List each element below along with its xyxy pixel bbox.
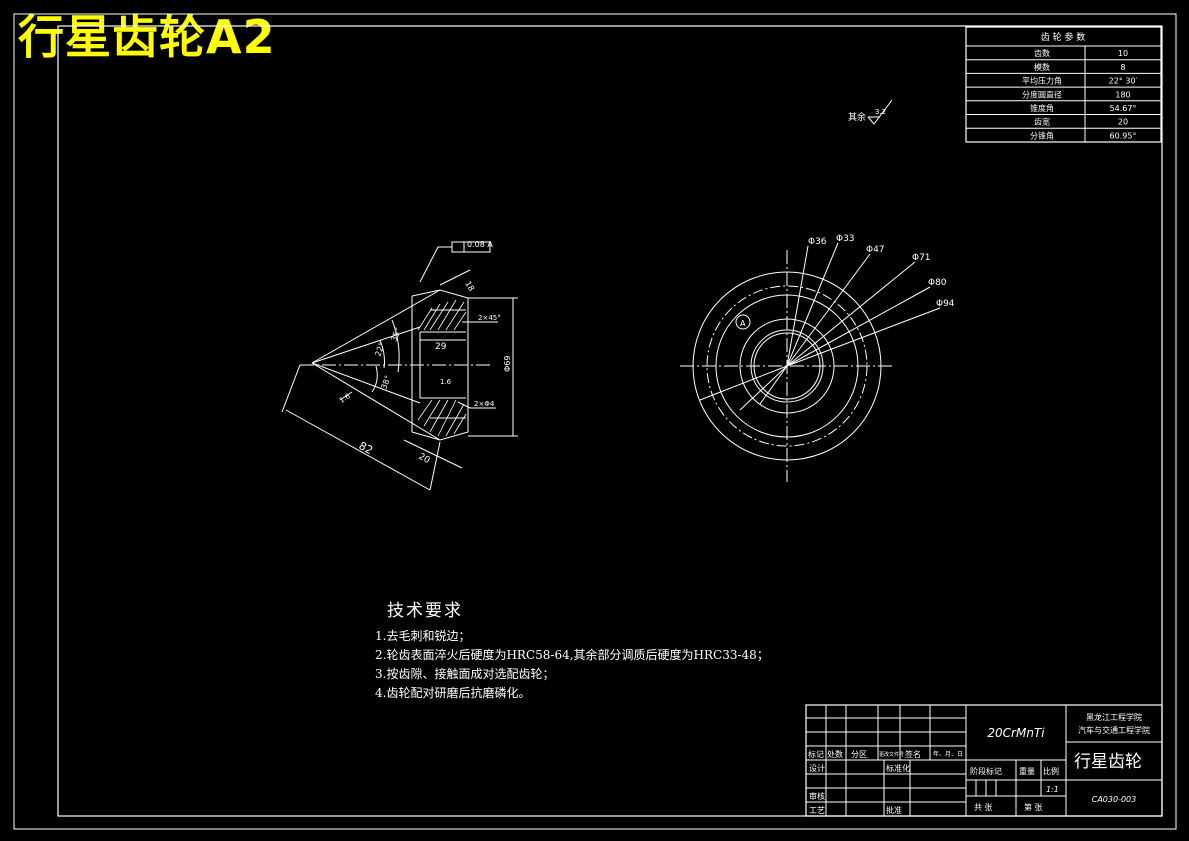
param-label: 齿数 [1034, 48, 1050, 58]
sheet-number: 第 张 [1024, 802, 1043, 812]
roughness-value: 3.2 [875, 108, 886, 116]
school-line1: 黑龙江工程学院 [1086, 712, 1142, 722]
label-date: 年、月、日 [933, 750, 963, 758]
front-dim-label: Φ71 [912, 253, 931, 263]
param-label: 分锥角 [1030, 130, 1054, 140]
dim-tolerance: 0.08 A [467, 240, 493, 249]
school-line2: 汽车与交通工程学院 [1078, 725, 1150, 735]
label-approve: 批准 [886, 805, 902, 815]
param-label: 齿宽 [1034, 117, 1050, 127]
param-value: 22° 30′ [1109, 77, 1138, 86]
dim-angle-22: 22° [373, 341, 386, 357]
label-doc: 更改文件号 [879, 751, 904, 758]
front-dim-label: Φ47 [866, 245, 885, 255]
front-dim-label: Φ33 [836, 234, 855, 244]
param-table-header: 齿 轮 参 数 [1041, 31, 1086, 43]
dim-82: 82 [357, 439, 375, 457]
part-name: 行星齿轮 [1074, 752, 1142, 772]
inner-border [57, 25, 1163, 817]
param-value: 10 [1118, 49, 1128, 58]
material: 20CrMnTi [987, 726, 1045, 740]
outer-border [13, 13, 1177, 830]
param-value: 180 [1115, 90, 1130, 99]
param-label: 平均压力角 [1022, 76, 1062, 86]
dim-29: 29 [435, 342, 447, 352]
gear-front-view [680, 242, 941, 482]
param-label: 模数 [1034, 62, 1050, 72]
dim-20: 20 [417, 452, 432, 466]
label-scale: 比例 [1043, 766, 1059, 776]
tech-req-item: 1.去毛刺和锐边； [375, 629, 471, 643]
gear-param-table: 齿数 10 模数 8 平均压力角 22° 30′ 分度圆直径 180 锥度角 54.67° 齿宽 20… [965, 26, 1162, 143]
label-count: 处数 [827, 749, 843, 759]
roughness-label: 其余 [848, 111, 866, 123]
front-dim-label: Φ80 [928, 278, 947, 288]
dim-r1: 1.6 [440, 378, 452, 386]
label-stage: 阶段标记 [970, 766, 1002, 776]
label-sign: 签名 [905, 749, 921, 759]
param-value: 60.95° [1110, 131, 1137, 140]
dim-18: 18 [463, 280, 476, 293]
gear-section-view [281, 241, 518, 491]
front-dim-label: Φ94 [936, 299, 955, 309]
param-label: 分度圆直径 [1022, 89, 1062, 99]
param-value: 54.67° [1110, 104, 1137, 113]
section-dimension-labels: 0.08 A 29 82 20 18 22° 35° 38° 2×45° 2×Φ… [338, 240, 512, 466]
param-label: 锥度角 [1030, 103, 1054, 113]
label-standard: 标准化 [886, 763, 910, 773]
label-zone: 分区 [851, 750, 867, 759]
label-review: 审核 [809, 791, 825, 801]
label-weight: 重量 [1019, 766, 1035, 776]
tech-req-item: 2.轮齿表面淬火后硬度为HRC58-64,其余部分调质后硬度为HRC33-48； [375, 648, 769, 662]
param-value: 8 [1120, 63, 1125, 72]
tech-req-item: 4.齿轮配对研磨后抗磨磷化。 [375, 686, 531, 700]
dim-angle-38: 38° [379, 374, 392, 390]
drawing-title: 行星齿轮A2 [18, 10, 276, 64]
label-process: 工艺 [809, 806, 825, 815]
dim-chamfer: 2×45° [478, 314, 501, 322]
dim-angle-35: 35° [389, 326, 402, 342]
dim-phi69: Φ69 [503, 356, 512, 372]
sheets-total: 共 张 [974, 803, 993, 812]
scale-value: 1:1 [1046, 785, 1059, 794]
dim-holes: 2×Φ4 [474, 400, 495, 408]
tech-req-title: 技术要求 [387, 601, 463, 621]
label-mark: 标记 [808, 749, 824, 759]
datum-a: A [740, 319, 746, 328]
title-block [805, 704, 1163, 817]
label-design: 设计 [809, 763, 825, 773]
tech-req-item: 3.按齿隙、接触面成对选配齿轮； [375, 667, 555, 681]
title-block-text: 20CrMnTi 黑龙江工程学院 汽车与交通工程学院 行星齿轮 CA030-00… [808, 712, 1150, 815]
roughness-note: 其余 3.2 [848, 99, 893, 125]
technical-requirements: 技术要求 1.去毛刺和锐边； 2.轮齿表面淬火后硬度为HRC58-64,其余部分… [375, 596, 769, 703]
param-value: 20 [1118, 118, 1128, 127]
front-dim-label: Φ36 [808, 237, 827, 247]
drawing-number: CA030-003 [1092, 795, 1136, 804]
